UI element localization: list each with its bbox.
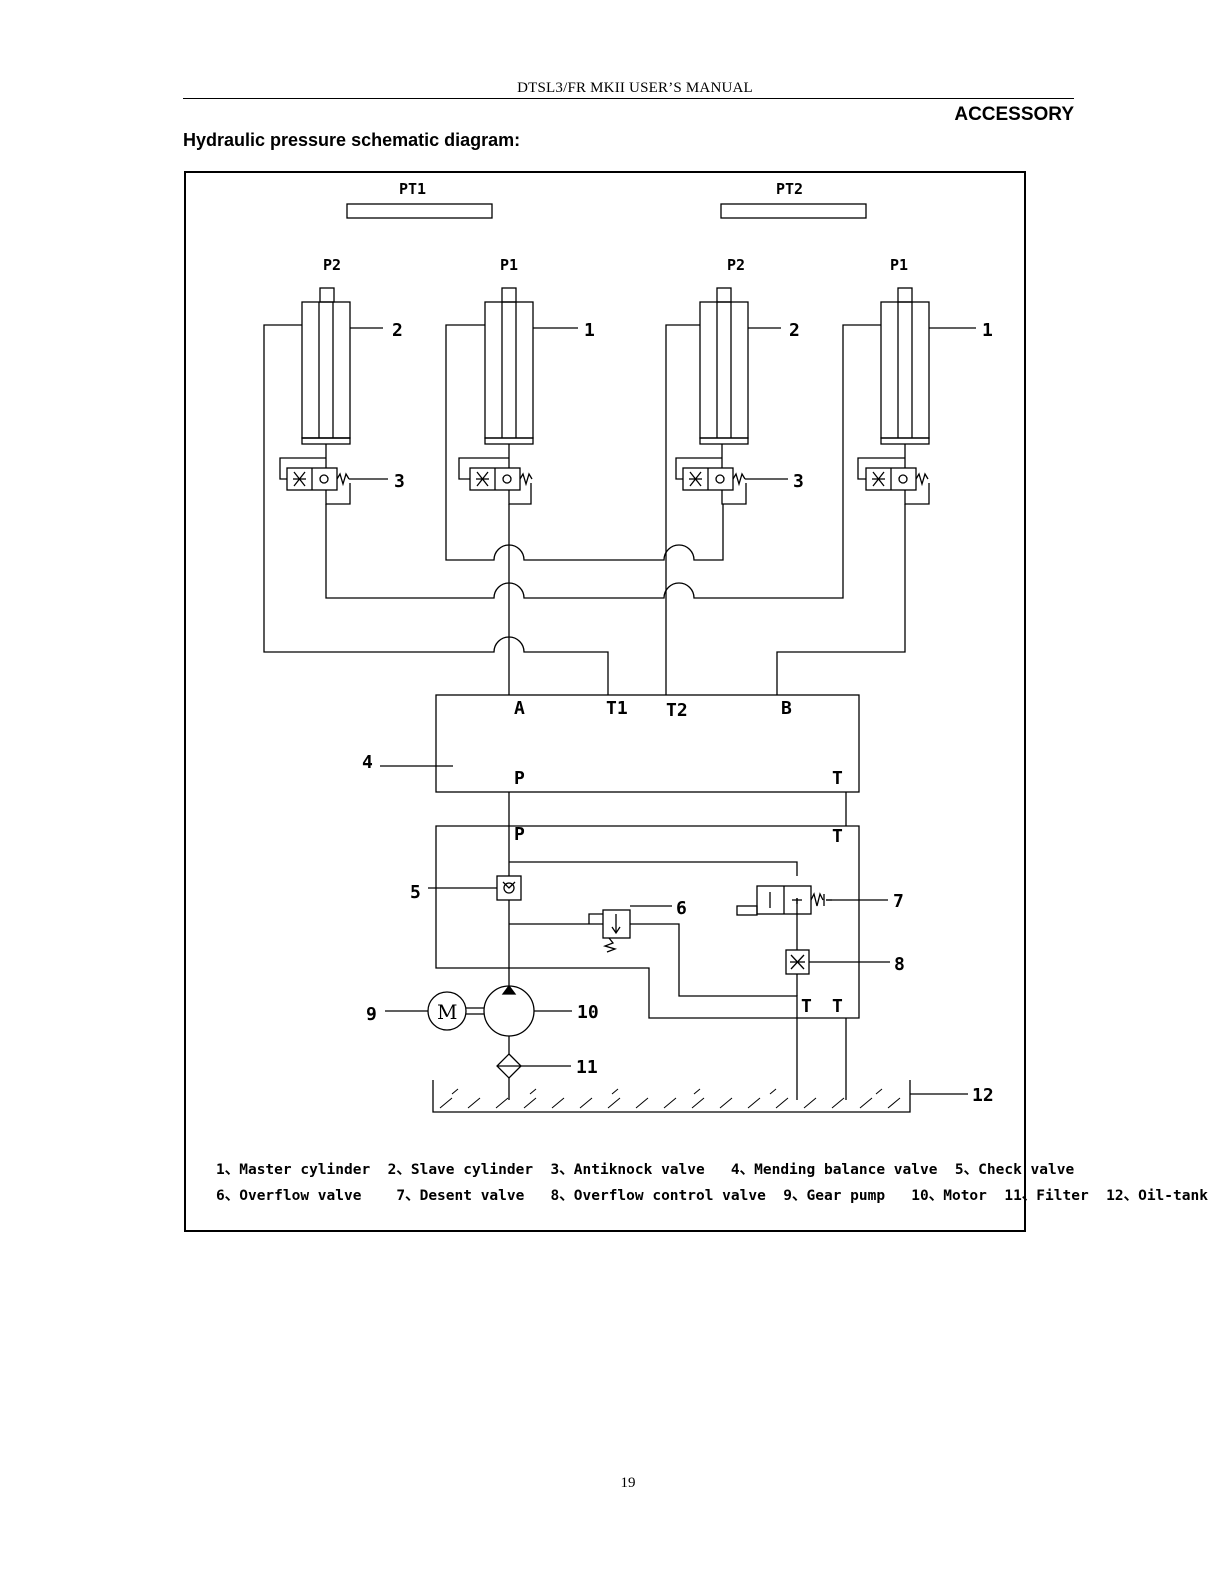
callout-5: 5 [410,882,421,903]
gear-pump [483,984,572,1054]
cylinder-label-3: P2 [727,256,745,274]
section-title: ACCESSORY [954,104,1074,125]
pt1-label: PT1 [399,180,426,198]
callout-6: 6 [676,898,687,919]
callout-10: 10 [577,1002,599,1023]
antiknock-valve-3 [675,444,788,505]
filter [496,1053,571,1100]
overflow-control-valve [785,949,890,975]
cylinder-slave-1 [301,287,383,445]
legend-line-2: 6、Overflow valve 7、Desent valve 8、Overfl… [216,1188,1208,1204]
port-a: A [514,698,525,719]
callout-3b: 3 [793,471,804,492]
antiknock-valve-1 [279,444,388,505]
check-valve [428,875,522,901]
cylinder-label-4: P1 [890,256,908,274]
cylinder-master-2 [880,287,976,445]
hydraulic-lines [263,324,906,695]
antiknock-valve-2 [458,444,533,505]
port-t-upper: T [832,768,843,789]
diagram-frame [184,171,1026,1232]
page-number: 19 [620,1475,636,1491]
port-b: B [781,698,792,719]
callout-11: 11 [576,1057,598,1078]
header-rule [183,98,1074,99]
port-p-upper: P [514,768,525,789]
port-t-bottom-1: T [801,996,812,1017]
callout-7: 7 [893,891,904,912]
pt2-bar [720,203,867,219]
callout-1b: 1 [982,320,993,341]
cylinder-master-1 [484,287,578,445]
port-t-bottom-2: T [832,996,843,1017]
callout-8: 8 [894,954,905,975]
oil-tank [432,1080,968,1113]
mending-balance-valve [380,694,860,793]
callout-1a: 1 [584,320,595,341]
diagram-heading: Hydraulic pressure schematic diagram: [183,130,521,150]
callout-4: 4 [362,752,373,773]
port-t2: T2 [666,700,688,721]
motor-symbol: M [437,1000,457,1024]
callout-3a: 3 [394,471,405,492]
manifold-lines [508,826,847,1100]
port-p-lower: P [514,824,525,845]
antiknock-valve-4 [857,444,930,505]
port-t1: T1 [606,698,628,719]
overflow-valve [588,905,672,953]
pt2-label: PT2 [776,180,803,198]
cylinder-slave-2 [699,287,781,445]
callout-12: 12 [972,1085,994,1106]
motor [385,991,484,1031]
callout-9: 9 [366,1004,377,1025]
descent-valve [736,885,888,916]
legend-line-1: 1、Master cylinder 2、Slave cylinder 3、Ant… [216,1162,1075,1178]
cylinder-label-1: P2 [323,256,341,274]
callout-2b: 2 [789,320,800,341]
callout-2a: 2 [392,320,403,341]
pt1-bar [346,203,493,219]
manual-title: DTSL3/FR MKII USER’S MANUAL [517,80,753,96]
manifold-block [435,825,860,1019]
cylinder-label-2: P1 [500,256,518,274]
port-t-lower: T [832,826,843,847]
